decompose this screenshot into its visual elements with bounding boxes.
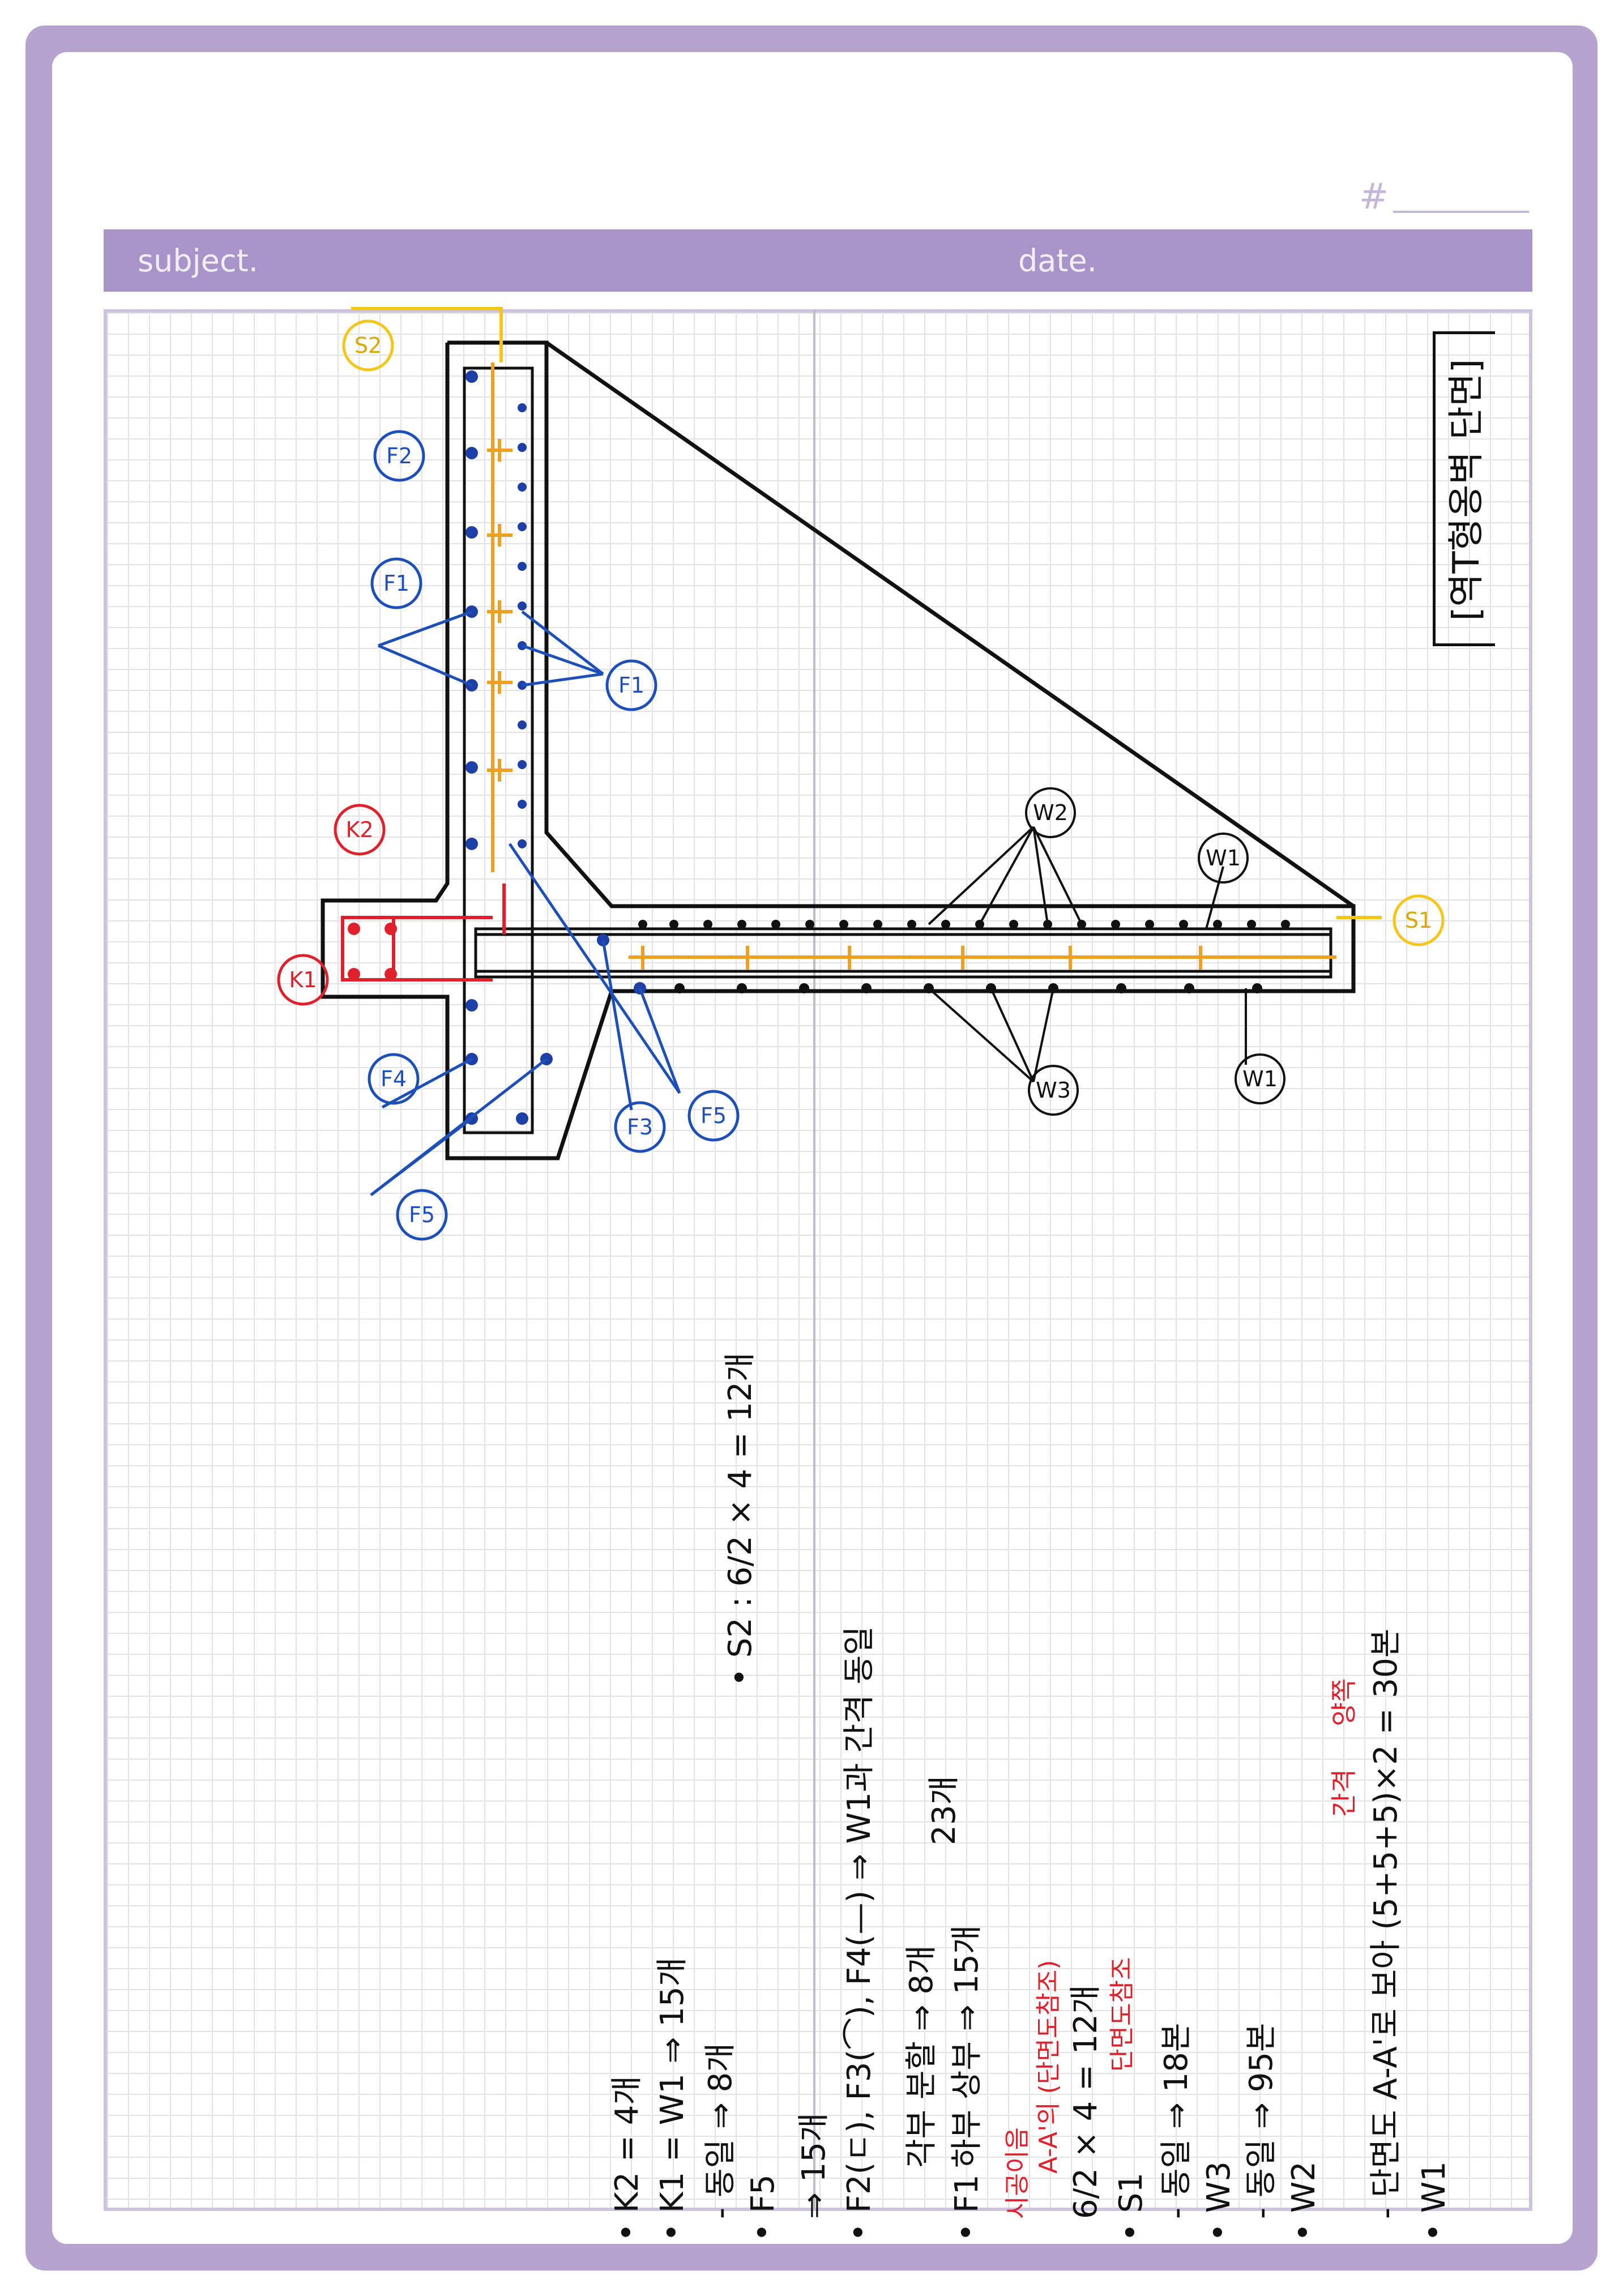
label-s2: S2	[355, 333, 382, 358]
label-f5-right: F5	[701, 1103, 727, 1128]
title-bracket	[1433, 331, 1495, 646]
note-w1-red-b: 양쪽	[1329, 1678, 1359, 1726]
note-s1-red-c: 시공이음	[1003, 2127, 1032, 2219]
notes-panel: • W1 - 단면도 A-A'로 보아 (5+5+5)×2 = 30본 간격 양…	[408, 1171, 1489, 2242]
label-circles: S1 S2 W1 W1 W2 W3 F1 F1 F2 F3 F4 F5 F5 K…	[277, 319, 1445, 1241]
center-divider	[813, 309, 815, 2211]
label-s1: S1	[1405, 908, 1432, 933]
rebar-dots-base	[638, 920, 1290, 993]
note-k1: • K1 = W1 ⇒ 15개	[654, 1957, 691, 2242]
label-w2: W2	[1033, 800, 1068, 825]
black-leader-lines	[928, 826, 1247, 1083]
notes-rotated: • W1 - 단면도 A-A'로 보아 (5+5+5)×2 = 30본 간격 양…	[408, 1256, 1489, 2253]
page-number-label: #	[1359, 176, 1389, 217]
page-title: [역T형옹벽 단면]	[1446, 359, 1488, 621]
note-f5-line: - 동일 ⇒ 8개	[702, 2043, 739, 2219]
note-f2-result: ⇒ 15개	[796, 2113, 832, 2219]
note-s1-head: • S1	[1113, 2172, 1150, 2242]
label-f4: F4	[381, 1066, 407, 1091]
note-w1-red-a: 간격	[1329, 1769, 1359, 1817]
label-f2: F2	[386, 443, 412, 468]
label-w1-bottom: W1	[1242, 1066, 1278, 1091]
red-cage	[341, 884, 506, 981]
concrete-outline	[321, 340, 1356, 1160]
label-k2: K2	[345, 817, 373, 842]
note-s1-line: 6/2 × 4 = 12개	[1067, 1985, 1104, 2219]
subject-label: subject.	[138, 243, 258, 279]
header-bar: subject. date.	[104, 229, 1532, 292]
page-number-line	[1393, 211, 1529, 213]
label-f3: F3	[627, 1115, 653, 1140]
orange-crosses	[487, 439, 1202, 970]
label-w3: W3	[1036, 1078, 1071, 1103]
note-f1-line-b: 각부 분할 ⇒ 8개	[903, 1945, 940, 2168]
red-dots	[348, 923, 397, 980]
note-w1-line: - 단면도 A-A'로 보아 (5+5+5)×2 = 30본	[1368, 1628, 1404, 2219]
note-s1-red-a: 단면도참조	[1108, 1957, 1137, 2072]
note-f1-head: • F1	[949, 2174, 985, 2242]
note-f1-line-a: 하부 상부 ⇒ 15개	[949, 1924, 985, 2168]
note-k2: • K2 = 4개	[609, 2076, 646, 2242]
label-f5-left: F5	[409, 1202, 435, 1227]
title-box: [역T형옹벽 단면]	[1433, 331, 1501, 648]
note-f5-head: • F5	[745, 2174, 781, 2242]
note-s2: • S2 : 6/2 × 4 = 12개	[722, 1352, 759, 1687]
label-w1-top: W1	[1206, 846, 1241, 870]
label-k1: K1	[289, 967, 317, 992]
label-f1-left: F1	[383, 571, 409, 596]
note-s1-red-b: A-A'의 (단면도참조)	[1034, 1960, 1063, 2174]
note-w2-line: - 동일 ⇒ 95본	[1243, 2022, 1280, 2219]
yellow-bars	[351, 307, 1382, 919]
note-w3-line: - 동일 ⇒ 18본	[1158, 2022, 1195, 2219]
label-f1-right: F1	[618, 673, 644, 698]
note-w1-head: • W1	[1416, 2161, 1453, 2242]
grid-paper	[104, 309, 1532, 2211]
note-f1-total: 23개	[926, 1776, 963, 1845]
note-f2: • F2(ㄷ), F3(⌒), F4(—) ⇒ W1과 간격 동일	[841, 1626, 878, 2242]
note-w3-head: • W3	[1201, 2161, 1237, 2242]
note-w2-head: • W2	[1285, 2161, 1322, 2242]
blue-leader-lines	[370, 610, 681, 1196]
date-label: date.	[1018, 243, 1097, 279]
rebar-cage	[463, 366, 1332, 1134]
